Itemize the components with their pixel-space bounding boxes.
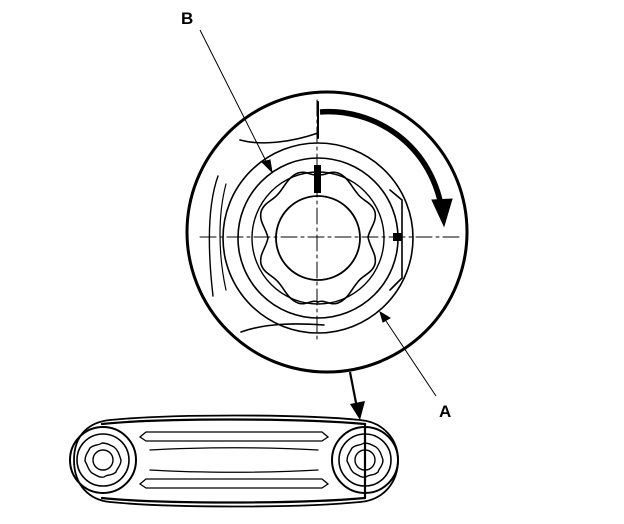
magnifier-outline <box>185 90 469 374</box>
handle-groove-upper <box>138 431 330 442</box>
leader-arrowhead-b <box>261 159 273 174</box>
handle-groove-middle-bottom <box>149 469 319 473</box>
right-box-end-spline <box>346 442 384 478</box>
left-box-end-bore <box>92 449 114 471</box>
socket-ring-outer <box>222 142 414 334</box>
handle-groove-lower <box>138 478 330 489</box>
detail-connector-arrow <box>348 371 365 420</box>
twelve-point-spline <box>259 171 377 305</box>
punch-mark-right <box>393 233 402 241</box>
center-bore <box>275 195 361 281</box>
rotation-arc <box>319 108 445 211</box>
leader-arrowhead-a <box>379 310 391 323</box>
wrench-body-left-curve <box>208 175 219 297</box>
wrench-handle-outline <box>100 418 367 504</box>
left-box-end-spline <box>84 442 122 478</box>
punch-mark-top <box>314 165 321 193</box>
right-box-end-bore <box>354 449 376 471</box>
left-box-end-ring <box>76 433 130 487</box>
callout-label-b: B <box>181 9 193 28</box>
wrench-body-lower-edge <box>240 323 325 333</box>
right-box-end-outer <box>331 426 399 494</box>
box-end-wrench <box>69 414 399 508</box>
wrench-outer-border <box>73 414 399 508</box>
wrench-body-left-inner-curve <box>219 183 227 291</box>
leader-line-a <box>383 317 437 397</box>
magnified-detail-view <box>185 90 469 374</box>
left-box-end-outer <box>69 426 137 494</box>
callout-label-a: A <box>439 402 451 421</box>
callout-leaders <box>199 29 437 397</box>
leader-line-b <box>199 29 269 166</box>
handle-groove-middle-top <box>149 447 319 451</box>
right-box-end-ring <box>338 433 392 487</box>
wrench-body-upper-edge <box>239 132 319 144</box>
rotation-arrowhead <box>431 198 453 228</box>
